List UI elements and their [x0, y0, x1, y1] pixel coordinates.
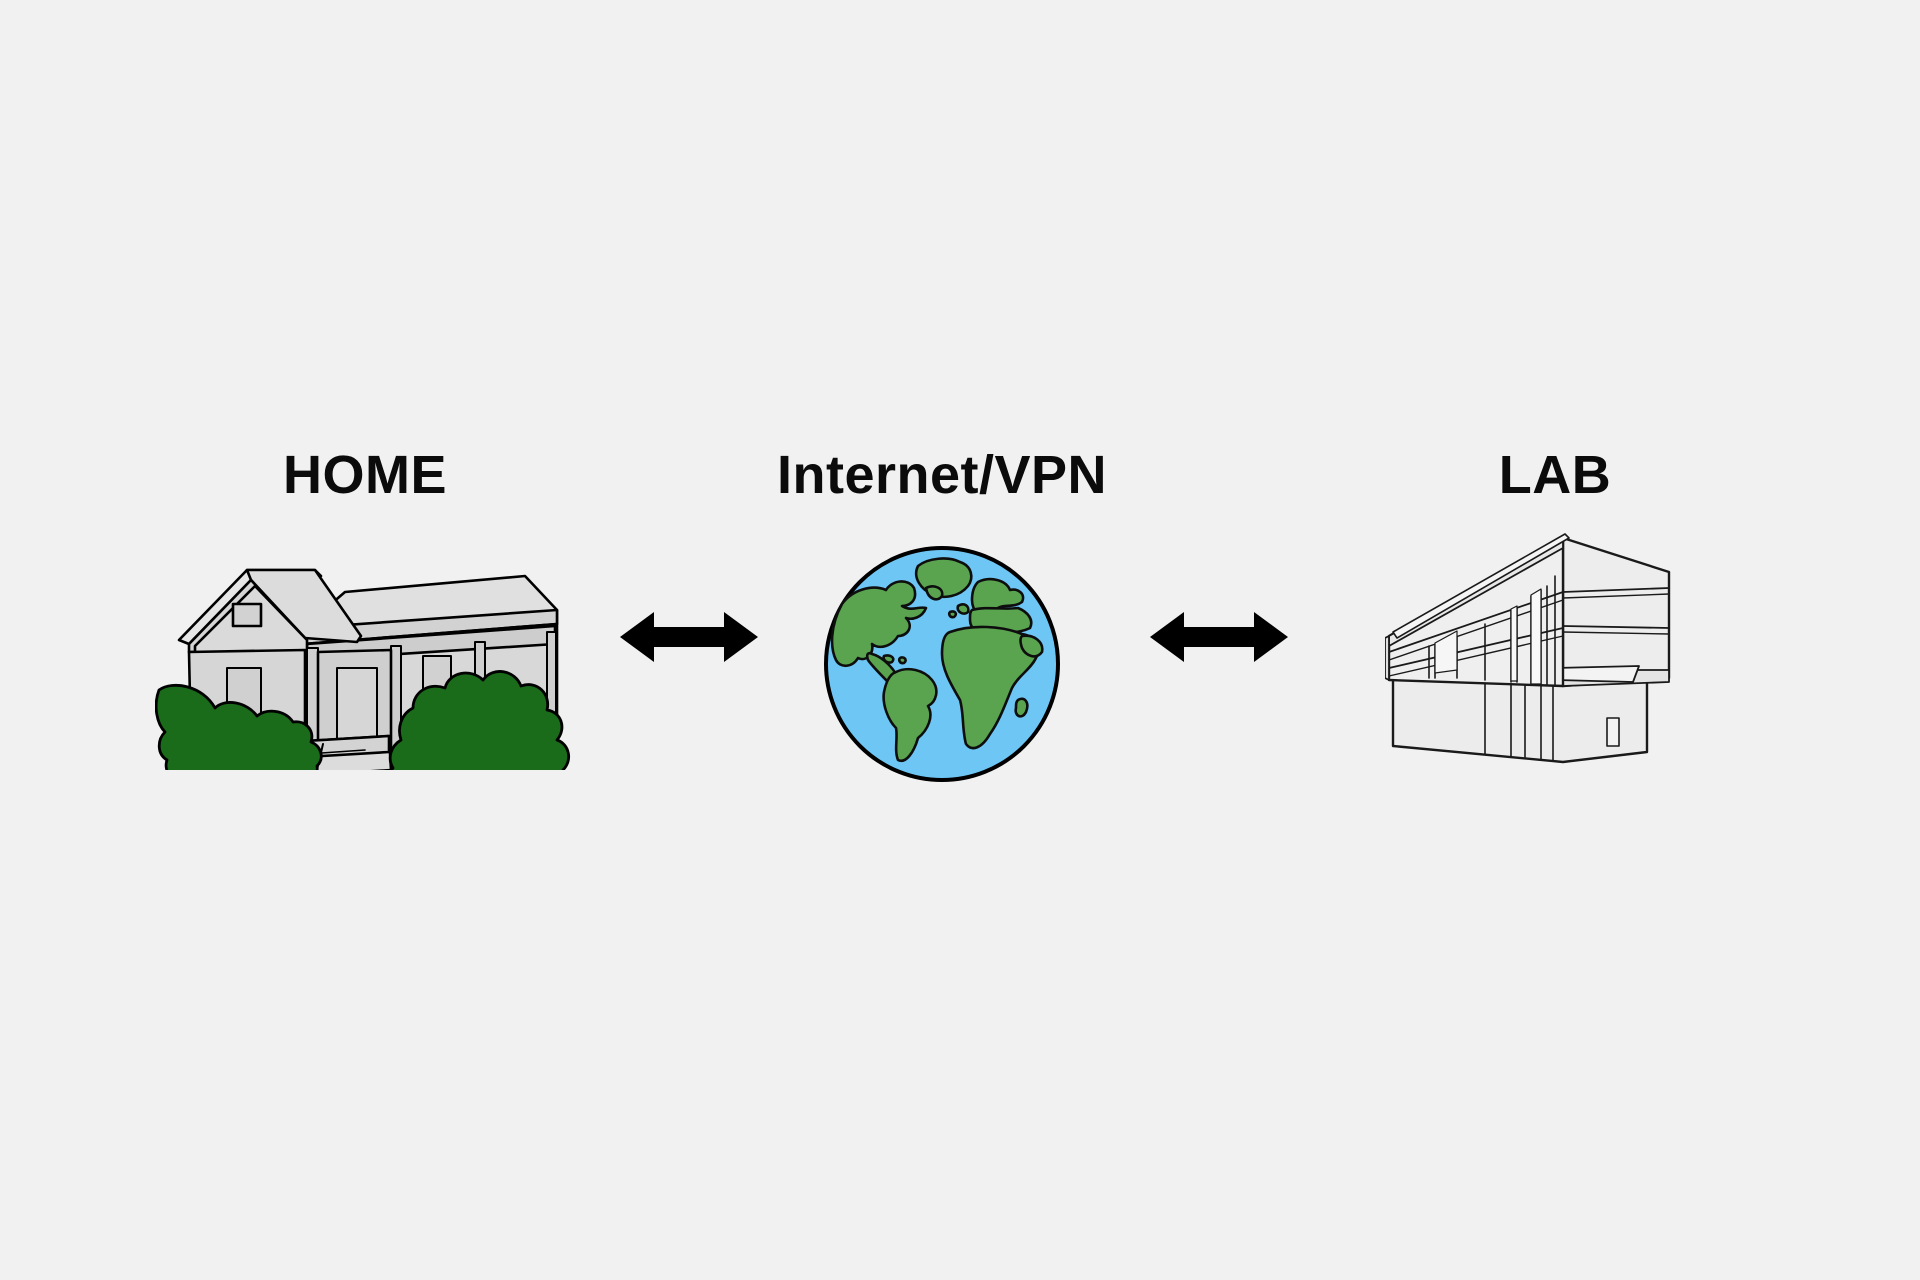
double-headed-arrow-icon [1150, 612, 1288, 662]
double-headed-arrow-icon [620, 612, 758, 662]
diagram-node-internet[interactable]: Internet/VPN [700, 448, 1184, 784]
house-icon [155, 568, 571, 770]
connector-home-internet [620, 608, 758, 671]
diagram-node-lab[interactable]: LAB [1330, 448, 1780, 770]
diagram-node-home[interactable]: HOME [120, 448, 610, 770]
node-label-lab: LAB [1498, 445, 1612, 505]
office-building-icon [1385, 533, 1671, 764]
globe-icon [824, 546, 1060, 782]
node-label-internet: Internet/VPN [776, 445, 1108, 505]
connector-internet-lab [1150, 608, 1288, 671]
node-label-home: HOME [283, 445, 447, 505]
